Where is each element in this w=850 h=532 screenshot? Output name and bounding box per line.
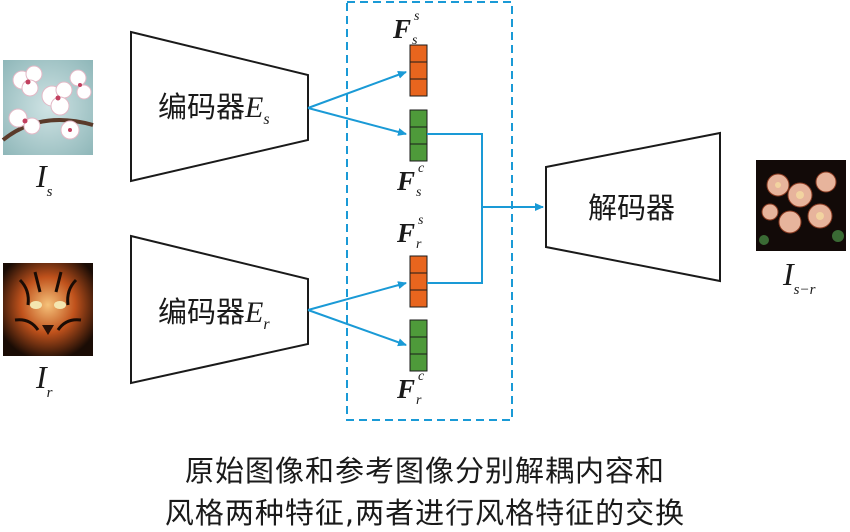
encoder-es-label: 编码器Es xyxy=(158,90,270,128)
decoder-label: 解码器 xyxy=(588,191,675,225)
svg-text:c: c xyxy=(418,369,425,384)
feature-label-fs-style: F s s xyxy=(392,9,420,48)
input-is-label: Is xyxy=(35,158,53,200)
input-ir-label: Ir xyxy=(35,359,53,401)
input-image-ir xyxy=(3,263,93,356)
arrow-er-to-fr-content xyxy=(307,309,407,347)
decoder-shape xyxy=(545,131,721,283)
arrow-es-to-fs-style xyxy=(307,71,407,109)
feature-block-fr-content xyxy=(409,319,428,372)
encoder-es-shape xyxy=(130,30,309,183)
feature-exchange-box xyxy=(346,1,513,421)
svg-text:F: F xyxy=(392,14,411,44)
encoder-er-label: 编码器Er xyxy=(158,295,270,333)
output-image xyxy=(756,160,846,251)
arrow-es-to-fs-content xyxy=(307,107,407,136)
svg-text:s: s xyxy=(418,213,424,228)
feature-label-fr-content: F c r xyxy=(396,369,425,408)
arrow-er-to-fr-style xyxy=(307,281,407,311)
svg-text:r: r xyxy=(416,393,422,408)
svg-text:F: F xyxy=(396,166,415,196)
svg-text:s: s xyxy=(416,185,422,200)
svg-text:F: F xyxy=(396,218,415,248)
feature-block-fr-style xyxy=(409,255,428,308)
feature-label-fs-content: F c s xyxy=(396,161,425,200)
input-image-is xyxy=(1,60,94,155)
caption-line-2: 风格两种特征,两者进行风格特征的交换 xyxy=(164,496,686,530)
svg-text:c: c xyxy=(418,161,425,176)
svg-text:F: F xyxy=(396,374,415,404)
feature-block-fs-style xyxy=(409,44,428,97)
encoder-er-shape xyxy=(130,234,309,385)
svg-text:r: r xyxy=(416,237,422,252)
caption-line-1: 原始图像和参考图像分别解耦内容和 xyxy=(184,454,665,488)
feature-block-fs-content xyxy=(409,109,428,162)
feature-label-fr-style: F s r xyxy=(396,213,424,252)
connector-fs-content xyxy=(427,133,483,207)
connector-fr-style xyxy=(427,207,483,284)
svg-text:s: s xyxy=(414,9,420,24)
svg-text:s: s xyxy=(412,33,418,48)
output-label: Is−r xyxy=(782,256,816,298)
